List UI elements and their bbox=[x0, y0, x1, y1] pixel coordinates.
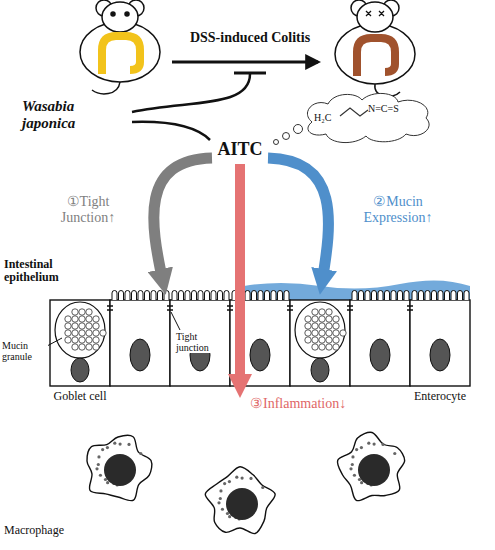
colitis-mouse bbox=[335, 0, 415, 97]
effect-label: ②Mucin Expression↑ bbox=[346, 194, 450, 225]
odor-cloud bbox=[274, 93, 430, 144]
tight-junction-arrow bbox=[154, 158, 212, 282]
tight-junction-mark bbox=[167, 306, 173, 310]
region-label: Intestinal epithelium bbox=[4, 258, 86, 285]
tight-junction-mark bbox=[107, 306, 113, 310]
chemical-group: N=C=S bbox=[368, 103, 416, 114]
mucin-arrow bbox=[268, 158, 328, 282]
cell-label: Macrophage bbox=[4, 524, 84, 537]
macrophage-cell bbox=[337, 432, 404, 500]
leader-line bbox=[47, 338, 62, 346]
intestinal-epithelium bbox=[50, 280, 470, 386]
inflammation-arrow bbox=[235, 164, 245, 386]
enterocyte bbox=[410, 291, 470, 387]
enterocyte bbox=[170, 291, 230, 387]
goblet-cell bbox=[290, 300, 350, 386]
part-label: Mucin granule bbox=[2, 340, 48, 362]
inhibition-line bbox=[132, 74, 250, 112]
chemical-group: H₂C bbox=[314, 112, 342, 123]
enterocyte bbox=[110, 291, 170, 387]
part-label: Tight junction bbox=[176, 331, 226, 353]
effect-label: ③Inflammation↓ bbox=[250, 396, 370, 412]
macrophage-cell bbox=[87, 435, 152, 500]
tight-junction-mark bbox=[347, 306, 353, 310]
tight-junction-mark bbox=[287, 306, 293, 310]
leader-line bbox=[171, 312, 180, 330]
cell-label: Goblet cell bbox=[44, 390, 116, 403]
tight-junction-mark bbox=[407, 306, 413, 310]
goblet-cell bbox=[50, 300, 110, 386]
enterocyte bbox=[350, 291, 410, 387]
macrophage-cell bbox=[205, 467, 275, 534]
effect-label: ①Tight Junction↑ bbox=[40, 194, 136, 225]
compound-name: AITC bbox=[206, 139, 274, 159]
arrow-label: DSS-induced Colitis bbox=[166, 30, 334, 46]
colitis-arrow bbox=[172, 61, 318, 64]
source-line bbox=[132, 122, 210, 140]
source-name: Wasabia japonica bbox=[22, 98, 130, 132]
tight-junction-mark bbox=[227, 306, 233, 310]
cell-label: Enterocyte bbox=[400, 390, 480, 403]
inhibition-bar bbox=[234, 72, 266, 75]
healthy-mouse bbox=[80, 0, 160, 94]
